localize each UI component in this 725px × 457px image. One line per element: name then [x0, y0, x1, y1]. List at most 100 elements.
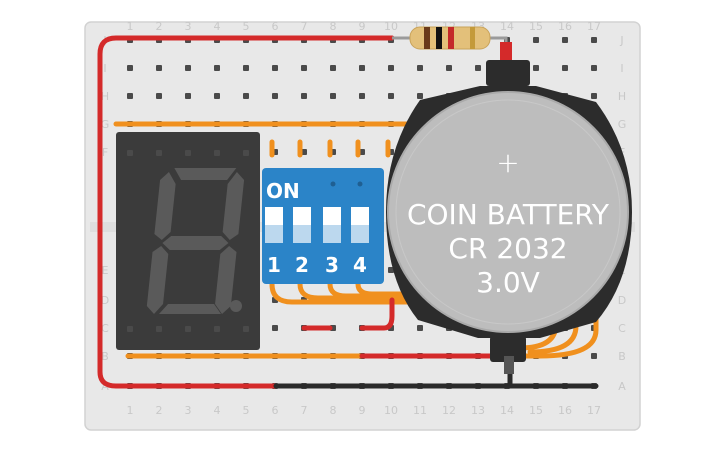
orange-arc-1[interactable]	[269, 281, 419, 305]
breadboard-hole	[185, 65, 191, 71]
row-label-right: A	[618, 380, 626, 393]
segment-e	[146, 246, 169, 314]
breadboard-hole	[301, 93, 307, 99]
resistor-band-1	[424, 27, 430, 49]
row-label-right: H	[618, 90, 626, 103]
segment-d	[158, 304, 221, 314]
dip-toggle-lever	[351, 225, 369, 243]
red-wire-power[interactable]	[97, 35, 395, 389]
breadboard-hole	[417, 65, 423, 71]
column-label-top: 5	[243, 20, 250, 33]
breadboard-hole	[272, 325, 278, 331]
seven-segment-pin	[243, 150, 249, 156]
seven-segment-pin	[127, 150, 133, 156]
dip-number-2: 2	[295, 253, 309, 277]
column-label-bottom: 10	[384, 404, 398, 417]
segment-b	[222, 172, 245, 240]
orange-arc-2[interactable]	[297, 281, 419, 301]
column-label-top: 3	[185, 20, 192, 33]
breadboard-hole	[156, 65, 162, 71]
column-label-bottom: 3	[185, 404, 192, 417]
row-label-right: C	[618, 322, 626, 335]
dip-toggle-lever	[265, 225, 283, 243]
dip-number-1: 1	[267, 253, 281, 277]
dip-switch[interactable]: ON 1 2 3 4	[262, 168, 384, 284]
row-label-left: E	[102, 264, 109, 277]
dip-toggle-lever	[293, 225, 311, 243]
seven-segment-pin	[156, 150, 162, 156]
battery-pos-terminal	[500, 42, 512, 62]
breadboard-hole	[446, 65, 452, 71]
column-label-top: 10	[384, 20, 398, 33]
column-label-bottom: 12	[442, 404, 456, 417]
dip-toggles	[265, 207, 369, 243]
dip-on-label: ON	[266, 179, 300, 203]
seven-segment-pins-top	[127, 150, 249, 156]
breadboard-hole	[475, 65, 481, 71]
row-label-right: B	[618, 350, 626, 363]
row-label-right: I	[620, 62, 623, 75]
row-label-left: A	[101, 380, 109, 393]
column-label-bottom: 2	[156, 404, 163, 417]
column-label-bottom: 17	[587, 404, 601, 417]
breadboard-hole	[591, 353, 597, 359]
orange-arc-3[interactable]	[327, 281, 419, 299]
column-label-bottom: 5	[243, 404, 250, 417]
column-label-top: 7	[301, 20, 308, 33]
breadboard-hole	[272, 93, 278, 99]
column-label-top: 14	[500, 20, 514, 33]
seven-segment-pins-bottom	[127, 326, 249, 332]
column-label-bottom: 6	[272, 404, 279, 417]
segment-decimal-point	[230, 300, 242, 312]
seven-segment-digit	[146, 168, 245, 314]
breadboard-hole	[127, 93, 133, 99]
resistor-band-2	[436, 27, 442, 49]
coin-battery[interactable]: + COIN BATTERY CR 2032 3.0V	[386, 60, 632, 374]
breadboard-hole	[330, 93, 336, 99]
row-label-left: H	[101, 90, 109, 103]
seven-segment-pin	[156, 326, 162, 332]
row-label-right: D	[618, 294, 626, 307]
column-label-top: 1	[127, 20, 134, 33]
resistor-band-3	[448, 27, 454, 49]
column-label-bottom: 8	[330, 404, 337, 417]
segment-f	[154, 172, 176, 240]
column-label-top: 6	[272, 20, 279, 33]
coin-cell	[387, 91, 629, 333]
column-label-bottom: 14	[500, 404, 514, 417]
column-label-bottom: 16	[558, 404, 572, 417]
orange-arc-4[interactable]	[355, 281, 419, 297]
row-label-left: G	[101, 118, 110, 131]
seven-segment-pin	[214, 326, 220, 332]
breadboard-hole	[301, 65, 307, 71]
dip-dot-1	[330, 181, 336, 187]
breadboard-hole	[243, 93, 249, 99]
breadboard-hole	[330, 65, 336, 71]
segment-g	[162, 236, 229, 250]
breadboard-hole	[533, 65, 539, 71]
breadboard-hole	[562, 37, 568, 43]
battery-neg-terminal	[504, 356, 514, 374]
breadboard-hole	[156, 93, 162, 99]
battery-label-line2: CR 2032	[448, 232, 567, 265]
dip-toggle-lever	[323, 225, 341, 243]
segment-c	[215, 246, 237, 314]
seven-segment-display[interactable]	[116, 132, 260, 350]
column-label-bottom: 13	[471, 404, 485, 417]
battery-holder-top-tab	[486, 60, 530, 86]
red-wire-bend[interactable]	[359, 297, 395, 331]
breadboard-hole	[591, 65, 597, 71]
seven-segment-pin	[243, 326, 249, 332]
battery-holder-bottom-tab	[490, 336, 526, 362]
row-label-right: J	[619, 34, 623, 47]
breadboard-hole	[214, 65, 220, 71]
column-label-top: 4	[214, 20, 221, 33]
column-label-bottom: 7	[301, 404, 308, 417]
seven-segment-pin	[185, 150, 191, 156]
orange-arc-right-1[interactable]	[537, 297, 599, 359]
row-label-right: G	[618, 118, 627, 131]
resistor[interactable]	[392, 26, 508, 50]
column-label-top: 17	[587, 20, 601, 33]
column-label-bottom: 9	[359, 404, 366, 417]
